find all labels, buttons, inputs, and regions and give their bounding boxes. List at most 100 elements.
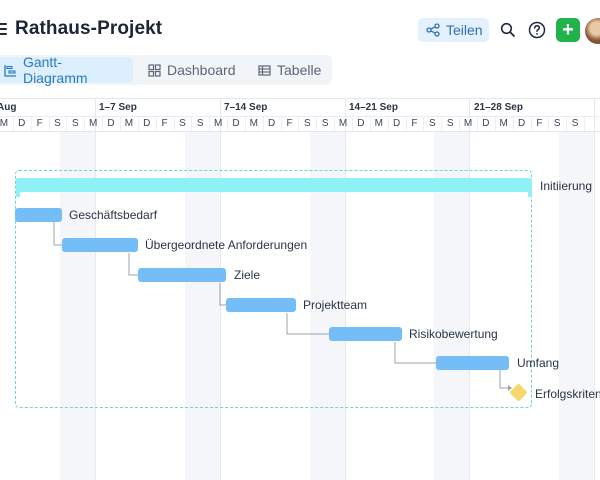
tab-dashboard[interactable]: Dashboard <box>148 57 236 83</box>
add-button[interactable]: + <box>556 18 580 42</box>
day-separator <box>387 117 389 131</box>
day-label: M <box>89 118 98 129</box>
day-separator <box>280 117 282 131</box>
gantt-icon <box>4 64 16 77</box>
tab-table-label: Tabelle <box>277 62 322 78</box>
plus-icon: + <box>562 19 574 41</box>
day-label: M <box>374 118 383 129</box>
dashboard-icon <box>148 63 161 77</box>
day-separator <box>316 117 318 131</box>
task-label: Geschäftsbedarf <box>69 208 158 222</box>
day-label: M <box>463 118 473 129</box>
day-separator <box>423 117 425 131</box>
hamburger-icon[interactable] <box>0 23 7 35</box>
day-label: S <box>304 118 311 129</box>
day-separator <box>119 117 121 131</box>
day-separator <box>66 117 68 131</box>
day-label: M <box>249 118 258 129</box>
day-separator <box>566 117 568 131</box>
day-label: D <box>482 118 490 129</box>
day-separator <box>262 117 264 131</box>
tab-table[interactable]: Tabelle <box>258 57 321 83</box>
day-separator <box>369 117 371 131</box>
task-bar-umfang[interactable] <box>436 356 509 370</box>
day-separator <box>209 117 211 131</box>
share-button-label: Teilen <box>446 22 483 38</box>
day-label: M <box>0 118 9 129</box>
task-label: Erfolgskriten <box>535 387 600 401</box>
day-separator <box>352 117 353 131</box>
timeline-border <box>0 131 600 132</box>
week-separator <box>95 98 96 480</box>
group-bar-bracket <box>16 191 20 197</box>
day-separator <box>155 117 157 131</box>
week-separator <box>469 98 470 480</box>
task-bar-geschaeftsbedarf[interactable] <box>15 208 62 222</box>
day-separator <box>476 117 478 131</box>
task-bar-risikobewertung[interactable] <box>329 327 402 341</box>
day-label: D <box>232 118 240 129</box>
day-label: D <box>18 118 26 129</box>
share-button[interactable]: Teilen <box>418 18 489 42</box>
timeline-border <box>0 116 600 117</box>
day-label: D <box>517 118 526 129</box>
day-separator <box>84 117 86 131</box>
day-label: S <box>321 118 329 129</box>
day-label: F <box>36 118 43 129</box>
day-label: S <box>71 118 79 129</box>
help-button[interactable] <box>525 18 549 42</box>
avatar[interactable] <box>585 18 600 44</box>
day-label: F <box>286 118 293 129</box>
week-label: 7–14 Sep <box>224 102 268 113</box>
day-label: D <box>393 118 401 129</box>
day-label: M <box>124 118 134 129</box>
timeline-border <box>0 98 600 99</box>
day-label: D <box>357 118 365 129</box>
search-button[interactable] <box>496 18 520 42</box>
day-label: M <box>213 118 223 129</box>
tab-dashboard-label: Dashboard <box>167 62 236 78</box>
task-label: Umfang <box>517 356 560 370</box>
day-separator <box>244 117 246 131</box>
task-label: Projektteam <box>303 298 368 312</box>
task-bar-ziele[interactable] <box>138 268 226 282</box>
day-separator <box>12 117 14 131</box>
day-separator <box>48 117 50 131</box>
day-label: S <box>54 118 61 129</box>
day-separator <box>334 117 336 131</box>
task-bar-anforderungen[interactable] <box>62 238 138 252</box>
task-bar-projektteam[interactable] <box>226 298 296 312</box>
task-label: Übergeordnete Anforderungen <box>145 238 308 252</box>
group-bar-initiierung[interactable] <box>16 178 532 192</box>
day-separator <box>137 117 139 131</box>
task-label: Risikobewertung <box>409 327 498 341</box>
week-separator <box>345 98 346 480</box>
day-separator <box>441 117 443 131</box>
day-label: F <box>536 118 543 129</box>
day-separator <box>548 117 550 131</box>
tab-gantt[interactable]: Gantt-Diagramm <box>0 54 133 86</box>
day-label: S <box>553 118 561 129</box>
day-label: M <box>499 118 508 129</box>
share-icon <box>426 23 440 37</box>
day-separator <box>191 117 193 131</box>
day-label: S <box>179 118 186 129</box>
day-separator <box>405 117 407 131</box>
week-label: 1–7 Sep <box>99 102 137 113</box>
day-label: S <box>446 118 454 129</box>
day-label: D <box>268 118 276 129</box>
week-label: 21–28 Sep <box>474 102 523 113</box>
day-label: F <box>411 118 418 129</box>
help-icon <box>528 21 546 39</box>
day-label: F <box>161 118 168 129</box>
day-label: M <box>338 118 348 129</box>
day-separator <box>459 117 461 131</box>
week-label: Aug <box>0 102 17 113</box>
day-label: S <box>571 118 579 129</box>
week-separator <box>594 98 595 480</box>
search-icon <box>500 22 515 37</box>
project-title: Rathaus-Projekt <box>15 18 163 39</box>
day-separator <box>102 117 104 131</box>
day-separator <box>173 117 175 131</box>
table-icon <box>258 64 271 76</box>
